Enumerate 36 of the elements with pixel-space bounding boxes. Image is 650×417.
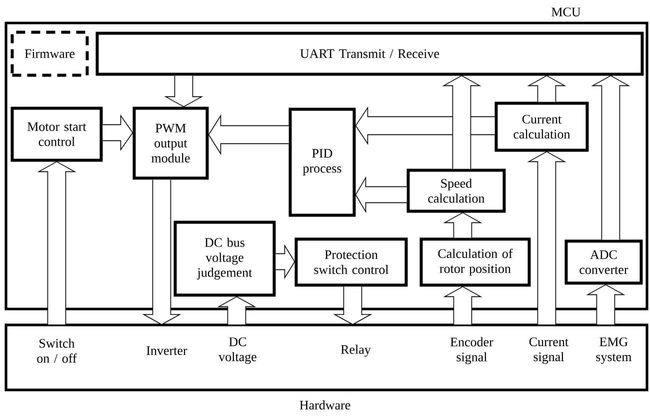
block-arrow (586, 284, 626, 325)
signal-label: Encoder signal (450, 337, 494, 364)
process-box: Current calculation (494, 102, 589, 152)
block-arrow (591, 75, 630, 240)
signal-label: Inverter (146, 346, 188, 355)
process-box: Motor start control (10, 106, 103, 162)
block-arrow (527, 75, 566, 102)
block-arrow (333, 286, 372, 325)
block-arrow (275, 244, 296, 280)
block-arrow (217, 296, 256, 325)
frame-label: MCU (552, 8, 581, 16)
block-arrow (527, 151, 566, 325)
process-box: ADC converter (564, 240, 643, 285)
dashed-box: Firmware (10, 30, 89, 77)
block-arrow (355, 176, 408, 214)
block-arrow (142, 179, 182, 325)
signal-label: DC voltage (218, 337, 256, 364)
block-arrow (102, 114, 134, 151)
signal-label: Relay (340, 344, 371, 357)
block-arrow (164, 75, 204, 108)
process-box: Calculation of rotor position (420, 238, 531, 287)
signal-label: EMG system (596, 337, 632, 364)
block-arrow (443, 286, 482, 325)
block-arrow (208, 114, 290, 156)
block-arrow (442, 75, 482, 170)
process-box: UART Transmit / Receive (96, 32, 644, 76)
frame-label: Hardware (300, 400, 350, 410)
process-box: PWM output module (132, 106, 209, 180)
block-arrow (37, 161, 76, 325)
process-box: Protection switch control (294, 238, 408, 287)
process-box: Speed calculation (406, 168, 506, 213)
signal-label: Switch on / off (37, 338, 77, 363)
process-box: DC bus voltage judgement (174, 220, 276, 297)
block-arrow (443, 212, 482, 238)
signal-label: Current signal (529, 337, 568, 364)
process-box: PID process (288, 108, 356, 217)
